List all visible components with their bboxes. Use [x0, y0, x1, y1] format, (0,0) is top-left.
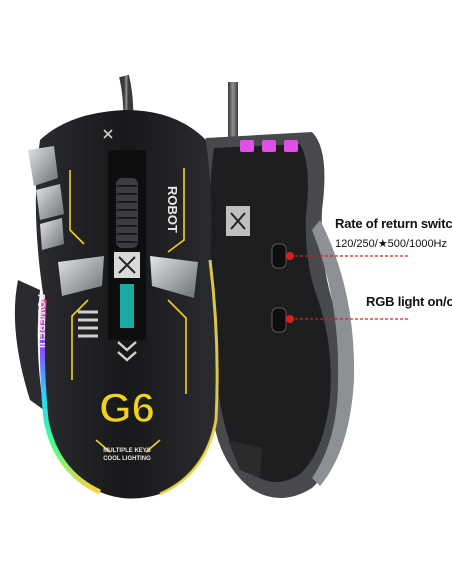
scroll-wheel-ridges — [117, 185, 137, 243]
palm-plate-right — [150, 256, 198, 298]
rgb-strip-left — [39, 299, 102, 495]
mouse-top-view — [14, 74, 219, 499]
bottom-base-teeth — [228, 440, 262, 478]
side-wing-left — [14, 280, 44, 410]
dpi-x-mark — [118, 256, 136, 274]
scroll-wheel — [116, 178, 138, 248]
chevron-icon — [117, 341, 137, 362]
callout-dot-rate — [286, 252, 294, 260]
callout-rate-title: Rate of return switch — [335, 216, 452, 231]
top-led-3 — [284, 140, 298, 152]
callout-rate-switch: Rate of return switch 120/250/★500/1000H… — [335, 216, 452, 250]
side-button-silver-2 — [36, 184, 64, 220]
palm-plate-left — [58, 256, 104, 296]
callout-rate-values: 120/250/★500/1000Hz — [335, 238, 448, 250]
side-grip-right — [312, 220, 355, 486]
return-rate-switch — [271, 243, 287, 269]
mouse-bottom-view — [199, 82, 355, 498]
lighting-line-text: COOL LIGHTING — [103, 456, 151, 462]
callout-dot-rgb — [286, 315, 294, 323]
keys-line-text: MULTIPLE KEYS — [103, 448, 151, 454]
center-glow — [120, 284, 134, 328]
rgb-strip-right — [159, 259, 219, 496]
top-led-1 — [240, 140, 254, 152]
side-button-silver-1 — [28, 146, 58, 186]
cable-back — [228, 82, 238, 140]
side-button-silver-3 — [40, 218, 64, 250]
circuit-lines — [69, 168, 187, 453]
rgb-switch — [271, 307, 287, 333]
top-led-2 — [262, 140, 276, 152]
callout-rgb-switch: RGB light on/off — [366, 294, 452, 309]
x-logo-mark — [230, 212, 246, 230]
brand-robot-text: ROBOT — [165, 186, 180, 233]
grip-bars — [78, 310, 98, 338]
callout-rgb-title: RGB light on/off — [366, 294, 452, 309]
small-x-mark — [103, 129, 113, 139]
model-badge-text: G6 — [99, 384, 155, 431]
brand-powerful-text: POWERFUL — [35, 294, 46, 351]
